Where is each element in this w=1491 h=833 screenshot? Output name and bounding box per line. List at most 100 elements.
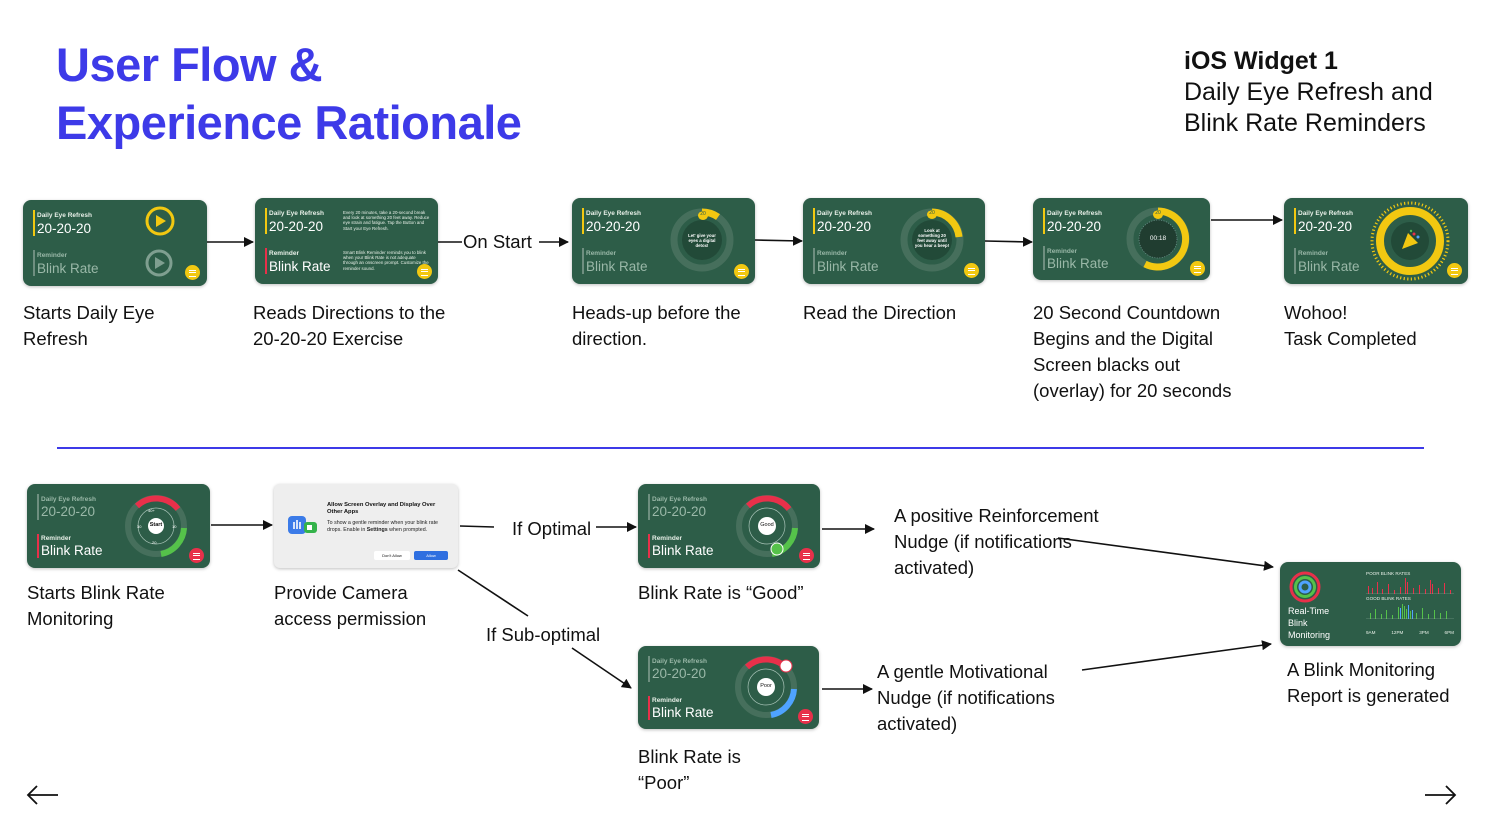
blink-label: Blink Rate xyxy=(1047,256,1109,271)
direction-text-bottom: Smart Blink Reminder reminds you to blin… xyxy=(343,250,429,271)
widget-desc-line-2: Blink Rate Reminders xyxy=(1184,109,1426,137)
title-line-1: User Flow & xyxy=(56,38,323,91)
widget-directions: Daily Eye Refresh 20-20-20 Reminder Blin… xyxy=(255,198,438,284)
menu-fab-icon[interactable] xyxy=(189,548,204,563)
blink-gauge xyxy=(125,495,187,557)
timer-text: 20-20-20 xyxy=(37,221,92,236)
widget-start-refresh[interactable]: Daily Eye Refresh 20-20-20 Reminder Blin… xyxy=(23,200,207,286)
good-rates-label: GOOD BLINK RATES xyxy=(1366,596,1411,601)
dialog-body: To show a gentle reminder when your blin… xyxy=(327,520,438,533)
arrow-gentle-report xyxy=(1081,640,1272,671)
daily-label: Daily Eye Refresh xyxy=(269,210,324,217)
blink-label: Blink Rate xyxy=(586,259,648,274)
countdown-time: 00:18 xyxy=(1149,235,1167,242)
menu-fab-icon[interactable] xyxy=(185,265,200,280)
arrow-suboptimal-top xyxy=(457,569,529,617)
arrow-3-4 xyxy=(754,235,803,246)
widget-blink-start: Daily Eye Refresh 20-20-20 Reminder Blin… xyxy=(27,484,210,568)
play-icon[interactable] xyxy=(144,205,176,237)
ring-badge: 20 xyxy=(698,211,708,220)
edge-if-suboptimal: If Sub-optimal xyxy=(486,623,601,647)
menu-fab-icon[interactable] xyxy=(798,709,813,724)
blink-gauge xyxy=(736,495,798,557)
blink-label: Blink Rate xyxy=(652,705,714,720)
tick-label: 30 xyxy=(137,524,142,529)
widget-desc-line-1: Daily Eye Refresh and xyxy=(1184,78,1433,106)
menu-fab-icon[interactable] xyxy=(734,264,749,279)
celebration-ring xyxy=(1370,201,1450,281)
edge-if-optimal: If Optimal xyxy=(512,517,592,541)
dialog-title: Allow Screen Overlay and Display Over Ot… xyxy=(327,502,436,515)
poor-rates-bars xyxy=(1366,578,1454,594)
ring-message: Let' give your eyes a digital detox! xyxy=(688,233,716,248)
widget-headsup: Daily Eye Refresh 20-20-20 Reminder Blin… xyxy=(572,198,755,284)
blink-gauge xyxy=(735,656,797,718)
widget-heading: iOS Widget 1 Daily Eye Refresh and Blink… xyxy=(1184,46,1484,139)
allow-button[interactable]: Allow xyxy=(414,551,448,560)
widget-countdown: Daily Eye Refresh 20-20-20 Reminder Blin… xyxy=(1033,198,1210,280)
party-popper-icon[interactable] xyxy=(1447,263,1462,278)
menu-fab-icon[interactable] xyxy=(799,548,814,563)
good-rates-bars xyxy=(1366,604,1454,619)
countdown-ring xyxy=(1126,207,1190,271)
daily-label: Daily Eye Refresh xyxy=(586,210,641,217)
reminder-label: Reminder xyxy=(652,697,682,704)
tick-label: 20 xyxy=(152,540,157,545)
hand-camera-icon xyxy=(288,516,317,534)
daily-label: Daily Eye Refresh xyxy=(1047,210,1102,217)
menu-fab-icon[interactable] xyxy=(964,263,979,278)
page-title: User Flow & Experience Rationale xyxy=(56,36,522,152)
widget-read-direction: Daily Eye Refresh 20-20-20 Reminder Blin… xyxy=(803,198,985,284)
daily-label: Daily Eye Refresh xyxy=(652,496,707,503)
gauge-status-good: Good xyxy=(760,522,774,528)
blink-label: Blink Rate xyxy=(41,543,103,558)
blink-label: Blink Rate xyxy=(269,259,331,274)
reminder-label: Reminder xyxy=(37,252,67,259)
timer-text: 20-20-20 xyxy=(1298,219,1353,234)
direction-text-top: Every 20 minutes, take a 20-second break… xyxy=(343,210,430,231)
timer-text: 20-20-20 xyxy=(269,219,324,234)
caption-poor: Blink Rate is“Poor” xyxy=(638,746,741,793)
widget-completed: Daily Eye Refresh 20-20-20 Reminder Blin… xyxy=(1284,198,1468,284)
arrow-optimal-left xyxy=(459,525,495,528)
title-line-2: Experience Rationale xyxy=(56,96,522,149)
edge-on-start: On Start xyxy=(463,230,532,254)
ring-badge: 20 xyxy=(927,210,937,219)
widget-blink-poor: Daily Eye Refresh 20-20-20 Reminder Blin… xyxy=(638,646,819,729)
widget-name: iOS Widget 1 xyxy=(1184,47,1338,75)
menu-fab-icon[interactable] xyxy=(417,264,432,279)
timer-text: 20-20-20 xyxy=(652,504,707,519)
left-arrow-icon[interactable] xyxy=(25,783,59,807)
reminder-label: Reminder xyxy=(41,535,71,542)
caption-read-direction: Read the Direction xyxy=(803,302,957,323)
reminder-label: Reminder xyxy=(269,250,299,257)
arrow-positive-report xyxy=(1057,537,1274,571)
reminder-label: Reminder xyxy=(586,250,616,257)
timer-text: 20-20-20 xyxy=(1047,219,1102,234)
timer-text: 20-20-20 xyxy=(586,219,641,234)
daily-label: Daily Eye Refresh xyxy=(41,496,96,503)
play-icon-dim[interactable] xyxy=(144,248,174,278)
reminder-label: Reminder xyxy=(817,250,847,257)
poor-rates-label: POOR BLINK RATES xyxy=(1366,571,1411,576)
caption-good: Blink Rate is “Good” xyxy=(638,582,804,603)
ring-message: Look at something 20 feet away until you… xyxy=(914,228,950,248)
reminder-label: Reminder xyxy=(1047,248,1077,255)
caption-completed: Wohoo!Task Completed xyxy=(1284,302,1417,349)
start-button[interactable]: Start xyxy=(149,522,163,528)
dont-allow-button[interactable]: Don't Allow xyxy=(374,551,410,560)
ring-badge: 20 xyxy=(1413,211,1419,217)
right-arrow-icon[interactable] xyxy=(1424,783,1458,807)
menu-fab-icon[interactable] xyxy=(1190,261,1205,276)
